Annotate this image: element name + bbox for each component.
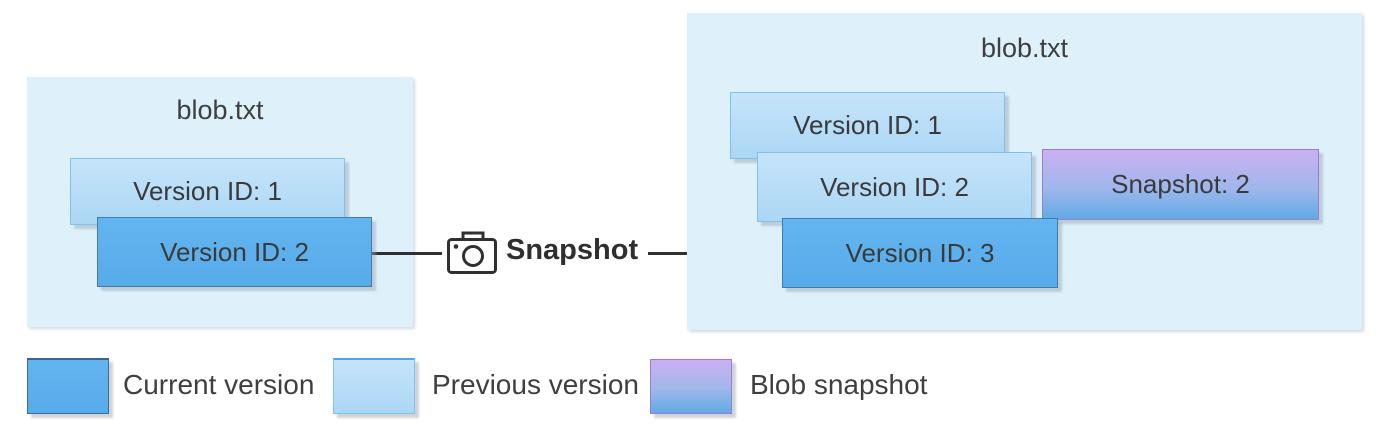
right-version-1-label: Version ID: 1 — [793, 110, 942, 140]
left-blob-title: blob.txt — [176, 95, 264, 125]
legend-swatch-previous-version — [333, 358, 415, 414]
left-version-1-box: Version ID: 1 — [70, 158, 345, 225]
left-blob-panel: blob.txt Version ID: 1 Version ID: 2 — [27, 77, 413, 327]
right-snapshot-2-box: Snapshot: 2 — [1042, 149, 1319, 220]
left-version-2-box: Version ID: 2 — [97, 217, 372, 287]
right-version-2-box: Version ID: 2 — [757, 152, 1032, 222]
legend-swatch-blob-snapshot — [650, 359, 732, 414]
legend-label-current-version: Current version — [123, 368, 315, 400]
right-version-3-box: Version ID: 3 — [782, 218, 1058, 288]
legend-label-blob-snapshot: Blob snapshot — [750, 368, 928, 400]
left-version-2-label: Version ID: 2 — [160, 236, 309, 267]
right-version-2-label: Version ID: 2 — [820, 171, 969, 202]
right-snapshot-2-label: Snapshot: 2 — [1111, 169, 1250, 199]
legend-swatch-current-version — [27, 358, 109, 414]
legend-label-previous-version: Previous version — [432, 368, 639, 400]
camera-icon — [446, 231, 498, 280]
right-blob-title: blob.txt — [980, 33, 1069, 63]
left-version-1-label: Version ID: 1 — [133, 176, 282, 206]
connector-line-left — [370, 252, 442, 255]
right-version-3-label: Version ID: 3 — [845, 237, 995, 268]
snapshot-action-label: Snapshot — [506, 234, 639, 266]
right-blob-panel: blob.txt Version ID: 1 Version ID: 2 Sna… — [687, 13, 1362, 330]
right-version-1-box: Version ID: 1 — [730, 92, 1005, 159]
